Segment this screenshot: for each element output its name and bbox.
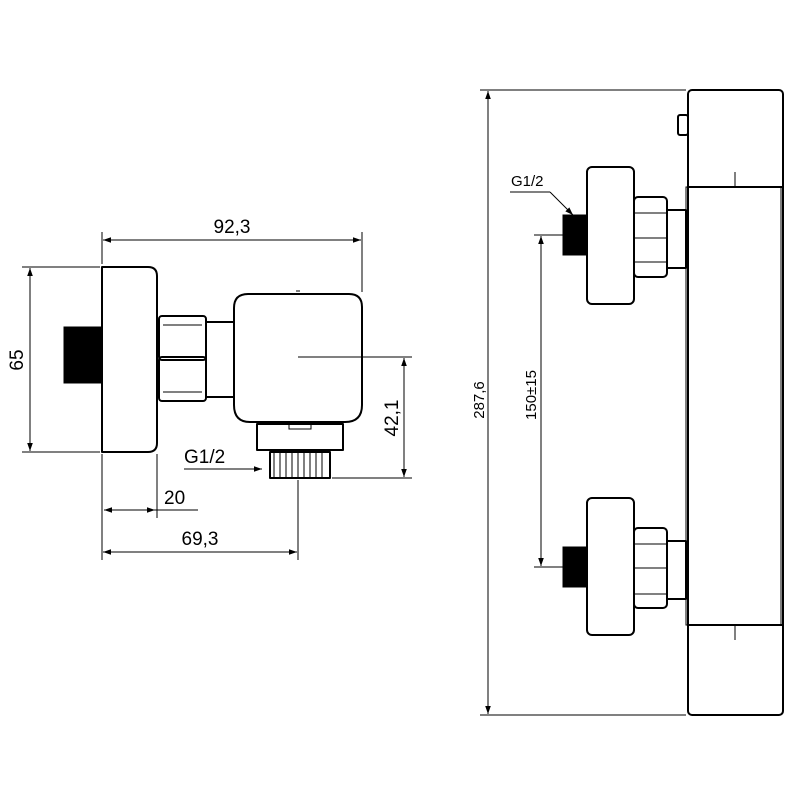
inlet-stub-lower (562, 546, 588, 588)
dim-depth-wall: 20 (164, 488, 185, 509)
thermostat-body-front (687, 89, 784, 716)
thread-label-front: G1/2 (511, 173, 544, 190)
inlet-stub-upper (562, 214, 588, 256)
escutcheon-upper (586, 166, 635, 305)
escutcheon-lower (586, 497, 635, 636)
dim-center-distance: 150±15 (523, 370, 540, 420)
lock-button (677, 114, 689, 136)
dim-height-left: 65 (7, 349, 28, 370)
dim-height-outlet: 42,1 (382, 400, 403, 437)
side-dimensions: 92,3 65 42,1 G1/2 20 69,3 (7, 217, 412, 560)
connector-stem (205, 321, 235, 398)
dim-depth-outlet: 69,3 (182, 529, 219, 550)
side-view (63, 266, 412, 479)
outlet-thread (269, 451, 331, 479)
wall-inlet-stub (63, 326, 103, 384)
front-view (562, 89, 784, 716)
hex-nut-lower (158, 356, 207, 402)
hex-nut-upper (158, 315, 207, 361)
wall-escutcheon (101, 266, 158, 453)
dim-width-top: 92,3 (214, 217, 251, 238)
front-dimensions: 287,6 150±15 G1/2 (471, 89, 686, 716)
thread-label-side: G1/2 (184, 447, 225, 468)
nut-upper (633, 196, 668, 278)
thermostat-body-side (233, 293, 363, 423)
outlet-collar (256, 423, 344, 451)
dim-total-height: 287,6 (471, 381, 488, 419)
